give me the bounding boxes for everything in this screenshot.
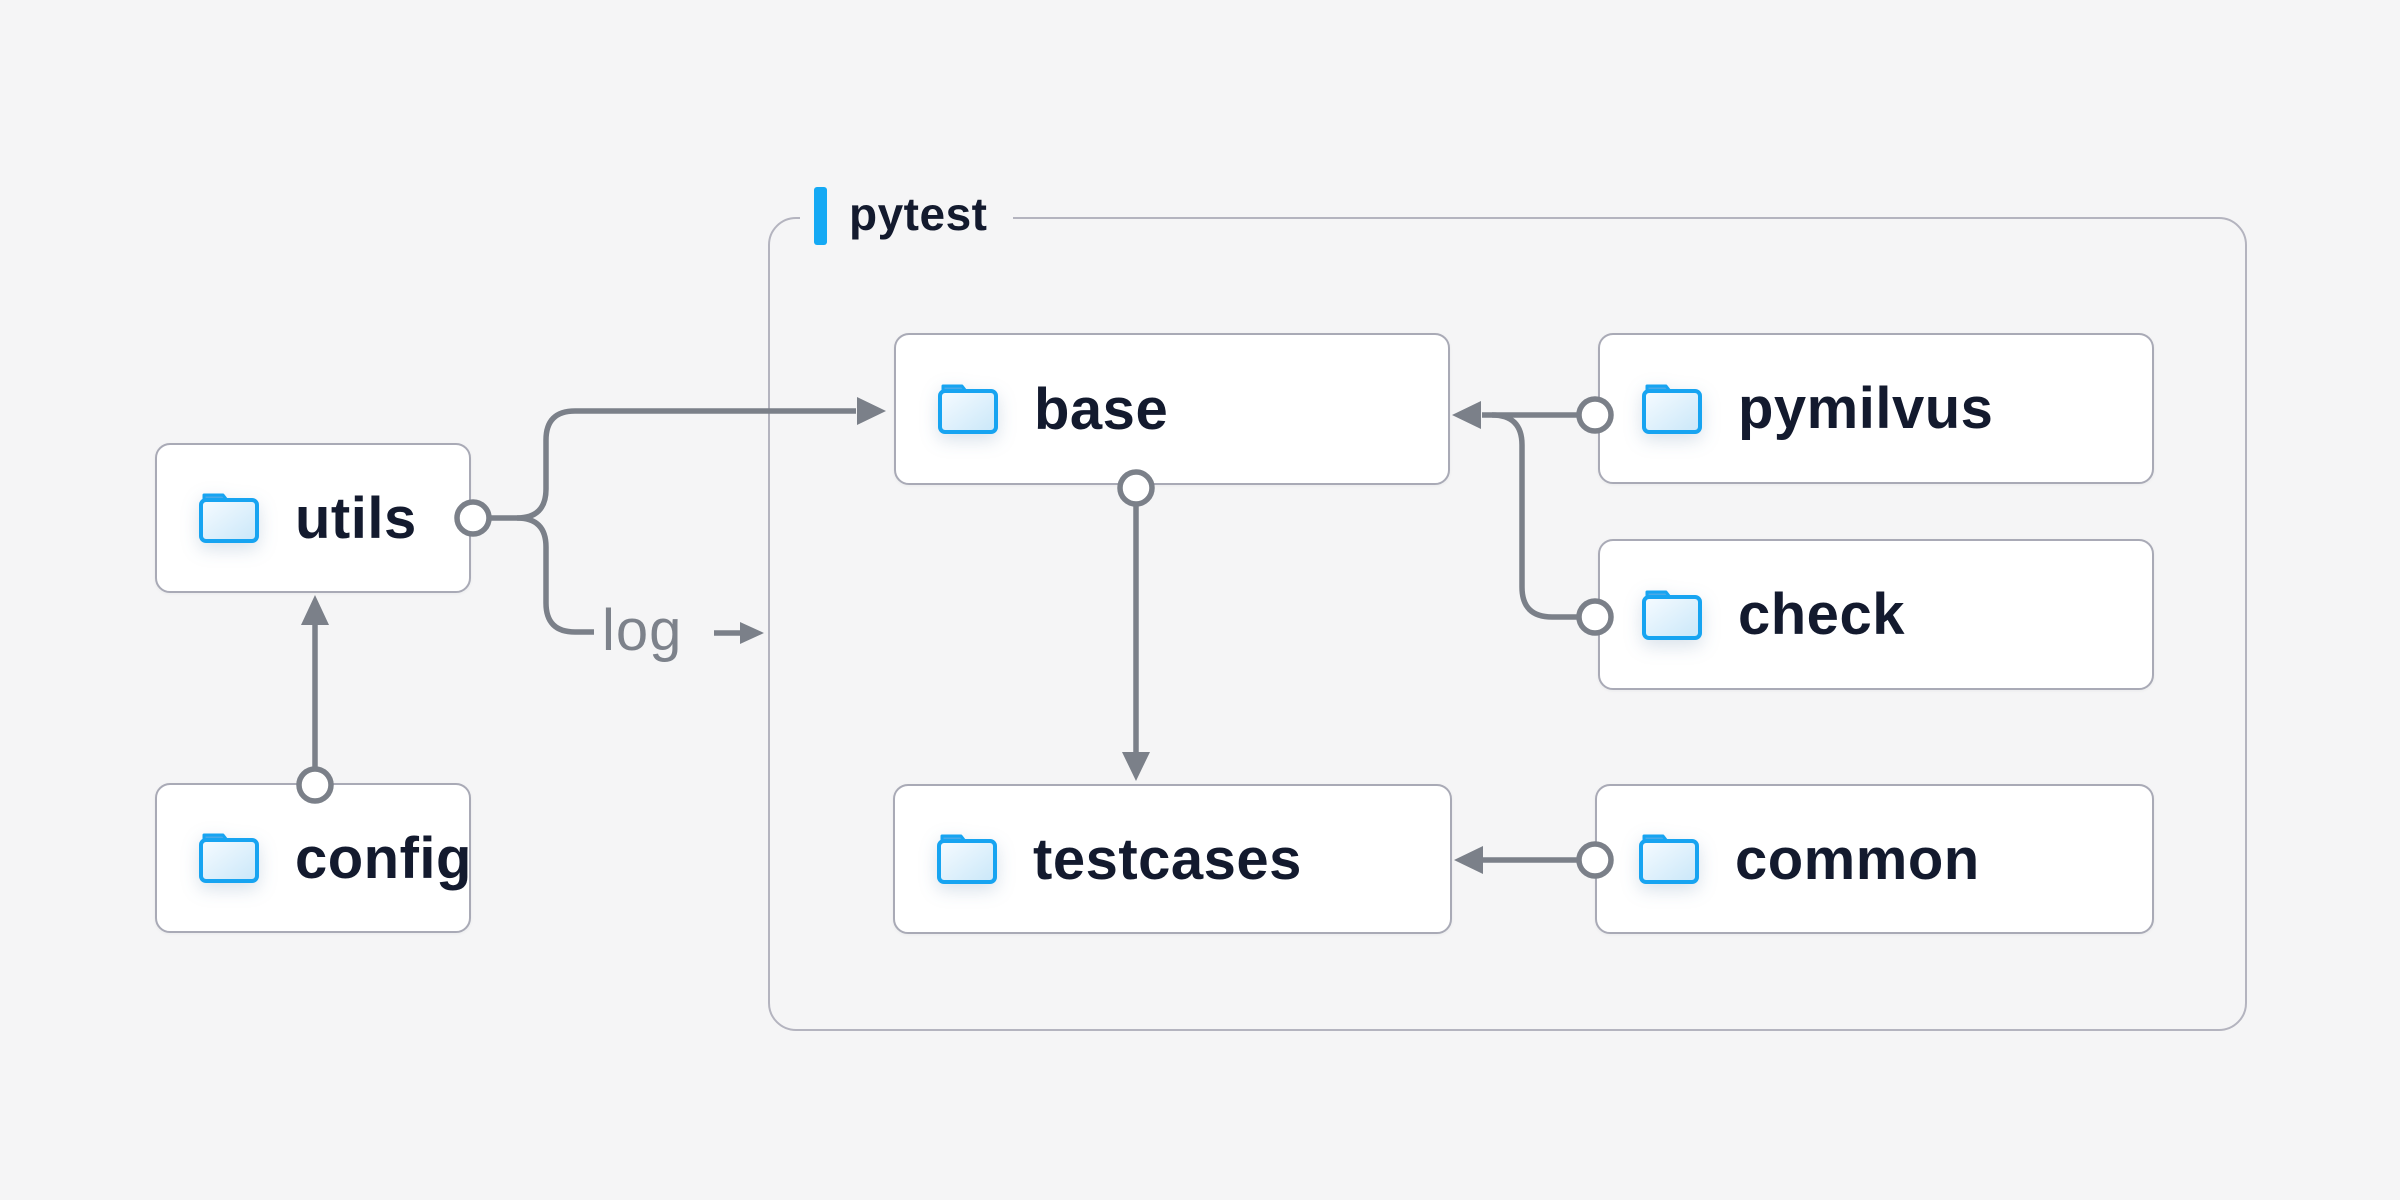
accent-bar-icon: [814, 187, 827, 245]
node-label: testcases: [1033, 826, 1302, 892]
pytest-group-container: [768, 217, 2247, 1031]
node-common: common: [1595, 784, 2154, 934]
node-label: base: [1034, 376, 1169, 442]
folder-icon: [199, 833, 259, 883]
arrowhead-up-icon: [301, 595, 329, 625]
folder-icon: [199, 493, 259, 543]
node-utils: utils: [155, 443, 471, 593]
edge-label-log: log: [602, 598, 683, 663]
node-pymilvus: pymilvus: [1598, 333, 2154, 484]
node-label: check: [1738, 582, 1905, 647]
folder-icon: [938, 384, 998, 434]
node-config: config: [155, 783, 471, 933]
folder-icon: [1642, 384, 1702, 434]
folder-icon: [1639, 834, 1699, 884]
pytest-group-title: pytest: [849, 188, 988, 240]
node-base: base: [894, 333, 1450, 485]
node-label: utils: [295, 485, 417, 551]
node-testcases: testcases: [893, 784, 1452, 934]
node-label: common: [1735, 826, 1980, 892]
pytest-group-label: pytest: [800, 184, 1014, 248]
node-label: pymilvus: [1738, 376, 1994, 441]
arrowhead-right-small-icon: [740, 622, 764, 644]
edge-utils-log: [516, 515, 594, 635]
folder-icon: [1642, 590, 1702, 640]
folder-icon: [937, 834, 997, 884]
node-check: check: [1598, 539, 2154, 690]
node-label: config: [295, 825, 472, 891]
